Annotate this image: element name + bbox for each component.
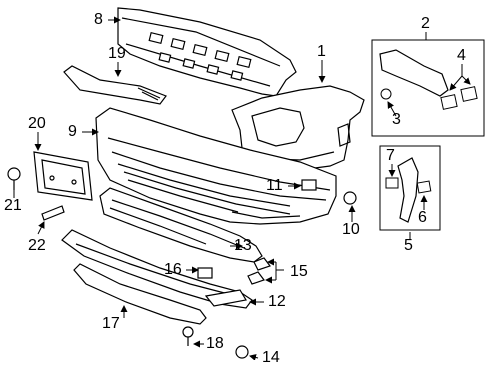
part-deflector xyxy=(73,263,247,325)
callout-11: 11 xyxy=(266,177,283,194)
callout-1: 1 xyxy=(317,43,326,60)
part-bracket-19 xyxy=(63,65,167,105)
part-bracket-kit xyxy=(371,39,485,137)
callout-7: 7 xyxy=(386,147,395,164)
callout-21: 21 xyxy=(4,197,22,214)
callout-13: 13 xyxy=(234,237,252,254)
callout-12: 12 xyxy=(268,293,286,310)
callout-20: 20 xyxy=(28,115,46,132)
leader-lines xyxy=(13,16,471,361)
callout-10: 10 xyxy=(342,221,360,238)
callout-16: 16 xyxy=(164,261,182,278)
callout-15: 15 xyxy=(290,263,308,280)
callout-6: 6 xyxy=(418,209,427,226)
callout-5: 5 xyxy=(404,237,413,254)
callout-4: 4 xyxy=(457,47,466,64)
callout-19: 19 xyxy=(108,45,126,62)
callout-22: 22 xyxy=(28,237,46,254)
callout-14: 14 xyxy=(262,349,280,366)
part-absorber xyxy=(117,7,297,97)
callout-8: 8 xyxy=(94,11,103,28)
callout-18: 18 xyxy=(206,335,224,352)
callout-3: 3 xyxy=(392,111,401,128)
part-lower-grille xyxy=(99,187,263,263)
callout-9: 9 xyxy=(68,123,77,140)
part-license-bracket xyxy=(33,151,93,201)
callout-2: 2 xyxy=(421,15,430,32)
fasteners xyxy=(7,167,357,359)
callout-17: 17 xyxy=(102,315,120,332)
part-bumper-cover xyxy=(95,107,337,225)
part-side-bracket-kit xyxy=(379,145,441,231)
